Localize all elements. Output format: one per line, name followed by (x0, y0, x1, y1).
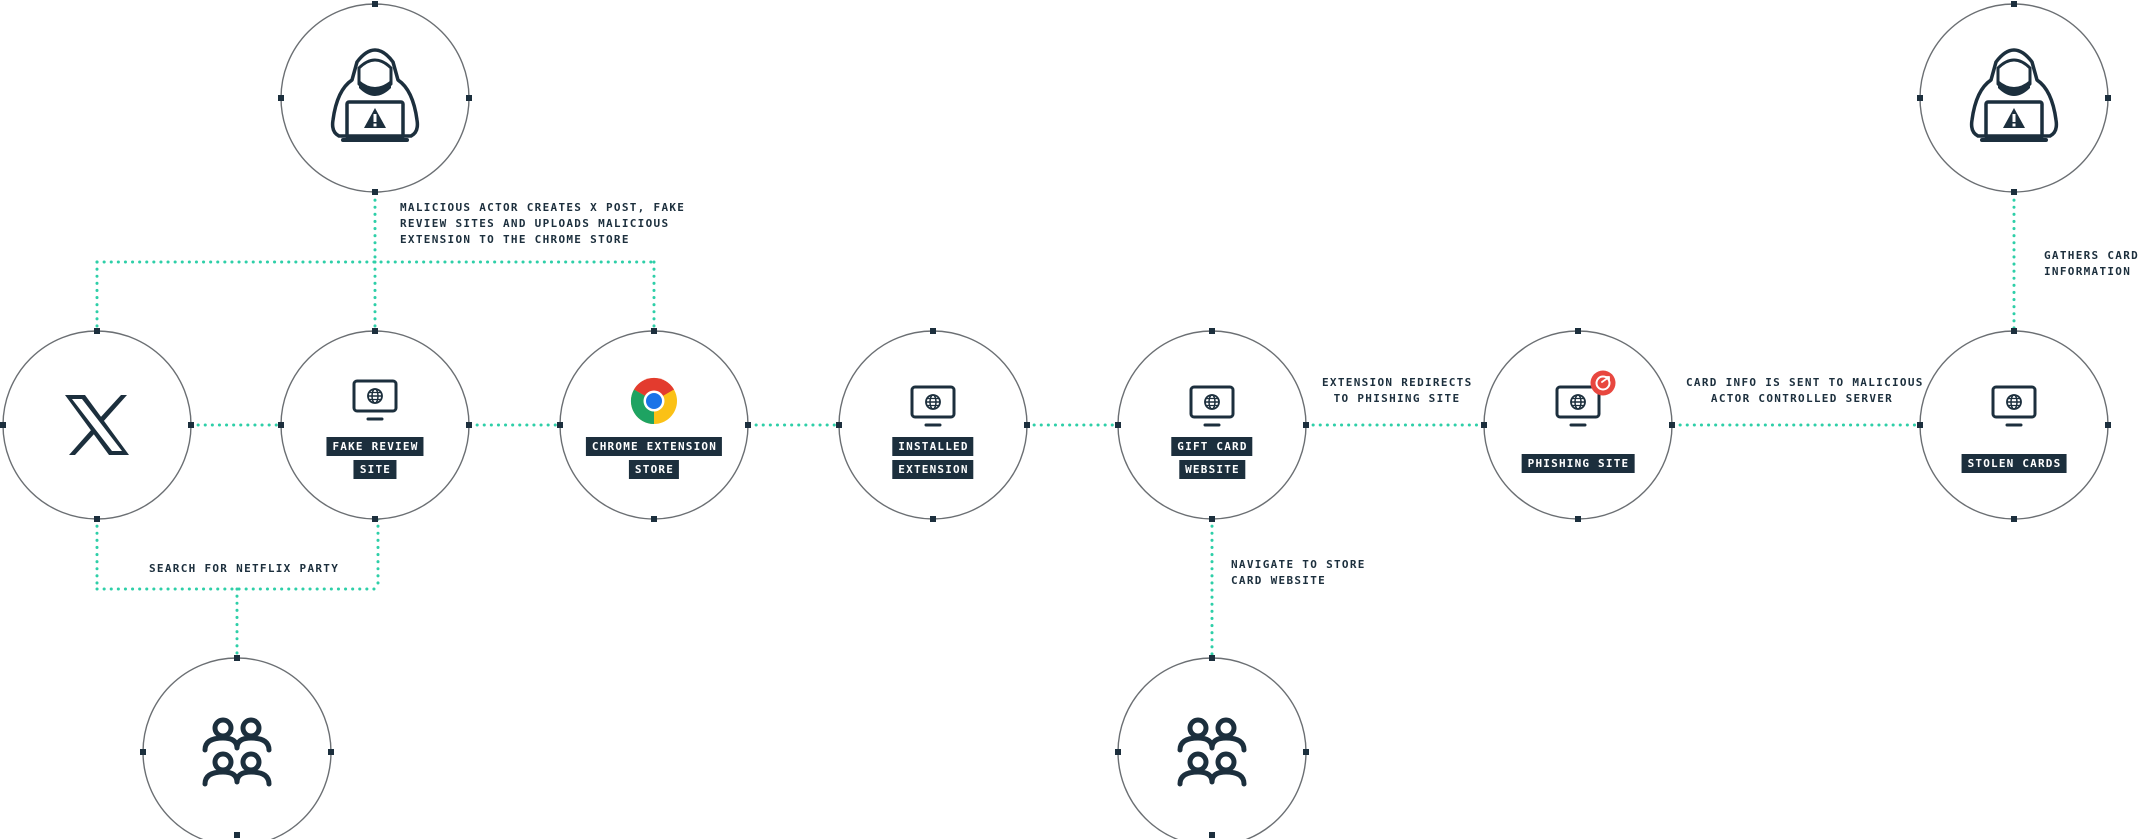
connector-group (95, 191, 2016, 659)
stolen-cards-label: STOLEN CARDS (1961, 454, 2067, 473)
actor-right-node (1917, 1, 2111, 195)
label-line: STOLEN CARDS (1961, 454, 2067, 473)
gift-card-label: GIFT CARD WEBSITE (1171, 437, 1253, 479)
installed-extension-node (836, 328, 1030, 522)
chrome-logo-icon (630, 377, 677, 425)
annotation-search: SEARCH FOR NETFLIX PARTY (149, 562, 340, 575)
label-line: PHISHING SITE (1521, 454, 1635, 473)
node-circle (280, 3, 470, 193)
node-circle (280, 330, 470, 520)
label-line: EXTENSION (892, 460, 974, 479)
label-line: SITE (353, 460, 397, 479)
gift-card-node (1115, 328, 1309, 522)
label-line: GIFT CARD (1171, 437, 1253, 456)
phishing-site-node (1481, 328, 1675, 522)
annotation-navigate: NAVIGATE TO STORE CARD WEBSITE (1231, 558, 1366, 587)
users-left-node (140, 655, 334, 839)
phishing-site-label: PHISHING SITE (1521, 454, 1635, 473)
phishing-hook-badge-icon (1590, 370, 1616, 396)
chrome-store-label: CHROME EXTENSION STORE (585, 437, 723, 479)
annotation-redirect: EXTENSION REDIRECTS TO PHISHING SITE (1322, 376, 1473, 405)
x-platform-node (0, 328, 194, 522)
label-line: STORE (628, 460, 680, 479)
node-circle (559, 330, 749, 520)
fake-review-label: FAKE REVIEW SITE (326, 437, 424, 479)
node-circle (1919, 3, 2109, 193)
fake-review-node (278, 328, 472, 522)
label-line: WEBSITE (1179, 460, 1245, 479)
users-right-node (1115, 655, 1309, 839)
annotation-actor-creates: MALICIOUS ACTOR CREATES X POST, FAKE REV… (400, 201, 686, 246)
label-line: CHROME EXTENSION (585, 437, 723, 456)
label-line: INSTALLED (892, 437, 974, 456)
x-logo-icon (65, 395, 129, 455)
stolen-cards-node (1917, 328, 2111, 522)
label-line: FAKE REVIEW (326, 437, 424, 456)
annotation-card-sent: CARD INFO IS SENT TO MALICIOUS ACTOR CON… (1686, 376, 1924, 405)
installed-extension-label: INSTALLED EXTENSION (892, 437, 974, 479)
actor-left-node (278, 1, 472, 195)
chrome-store-node (557, 328, 751, 522)
annotation-gathers: GATHERS CARD INFORMATION (2044, 249, 2140, 278)
